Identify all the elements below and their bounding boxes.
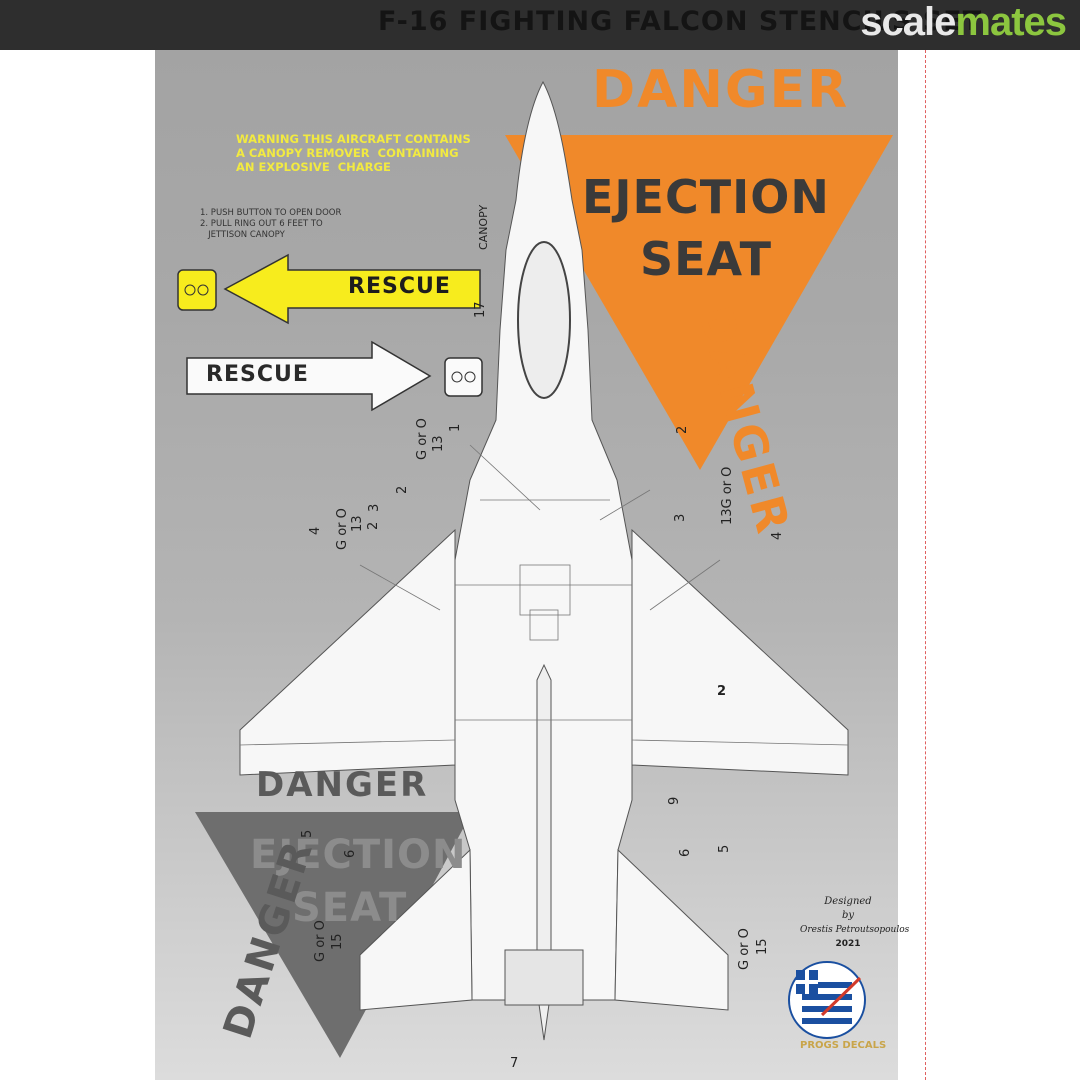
danger-label-gray: DANGER [256,765,429,805]
year-label: 2021 [835,939,861,949]
marker-15-right: 15 [755,938,770,955]
danger-label-top: DANGER [592,60,850,120]
rescue-arrow-yellow [177,253,481,325]
marker-6-left: 6 [343,849,358,858]
designed-label: Designed [824,896,872,907]
cut-line [925,50,926,1080]
marker-3-left: 3 [367,503,382,512]
by-label: by [841,910,855,921]
marker-13-left: 13 [350,515,365,532]
canopy-warning-text: WARNING THIS AIRCRAFT CONTAINS A CANOPY … [236,132,471,174]
marker-17: 17 [473,301,488,318]
rescue-label-yellow: RESCUE [348,274,451,299]
marker-2-right: 2 [675,425,690,434]
rescue-instructions: 1. PUSH BUTTON TO OPEN DOOR 2. PULL RING… [200,208,342,240]
panel-lines [239,444,849,746]
ejection-seat-triangle-gray [195,812,472,1058]
ejection-seat-triangle-orange [505,135,893,470]
designer-credit: Designed by Orestis Petroutsopoulos 2021 [800,895,910,951]
canopy-label: CANOPY [477,204,490,250]
ejection-label-top: EJECTION [582,170,830,224]
marker-g-or-o: G or O [415,418,430,460]
marker-g-or-o-left: G or O [335,508,350,550]
marker-13: 13 [431,435,446,452]
marker-3-right: 3 [673,513,688,522]
marker-13g-or-o: 13G or O [720,466,735,525]
author-name: Orestis Petroutsopoulos [800,925,910,935]
seat-label-top: SEAT [640,232,772,286]
marker-2-left: 2 [366,521,381,530]
marker-g-or-o-tail-right: G or O [737,928,752,970]
sheet-title: F-16 FIGHTING FALCON STENCILS SET [378,6,982,37]
marker-2-wing: 2 [717,684,727,699]
ejection-label-gray: EJECTION [250,832,467,878]
rescue-arrow-white [186,340,483,412]
scalemates-logo[interactable]: scalemates [860,0,1067,45]
marker-9: 9 [667,796,682,805]
marker-4-left: 4 [308,526,323,535]
f16-planform [239,80,849,1041]
marker-4-right: 4 [770,531,785,540]
marker-5-right: 5 [717,844,732,853]
logo-part-mates: mates [955,0,1067,44]
marker-7: 7 [510,1056,519,1071]
marker-g-or-o-tail-left: G or O [313,920,328,962]
seat-label-gray: SEAT [292,885,408,931]
header-bar: F-16 FIGHTING FALCON STENCILS SET scalem… [0,0,1080,50]
rescue-label-white: RESCUE [206,362,309,387]
logo-part-scale: scale [860,0,956,44]
maker-logo: PROGS DECALS [800,1040,887,1051]
marker-2: 2 [395,485,410,494]
greek-flag-emblem [788,961,866,1039]
marker-1: 1 [448,423,463,432]
marker-5-left: 5 [300,829,315,838]
marker-6-right: 6 [678,848,693,857]
marker-15-left: 15 [330,933,345,950]
